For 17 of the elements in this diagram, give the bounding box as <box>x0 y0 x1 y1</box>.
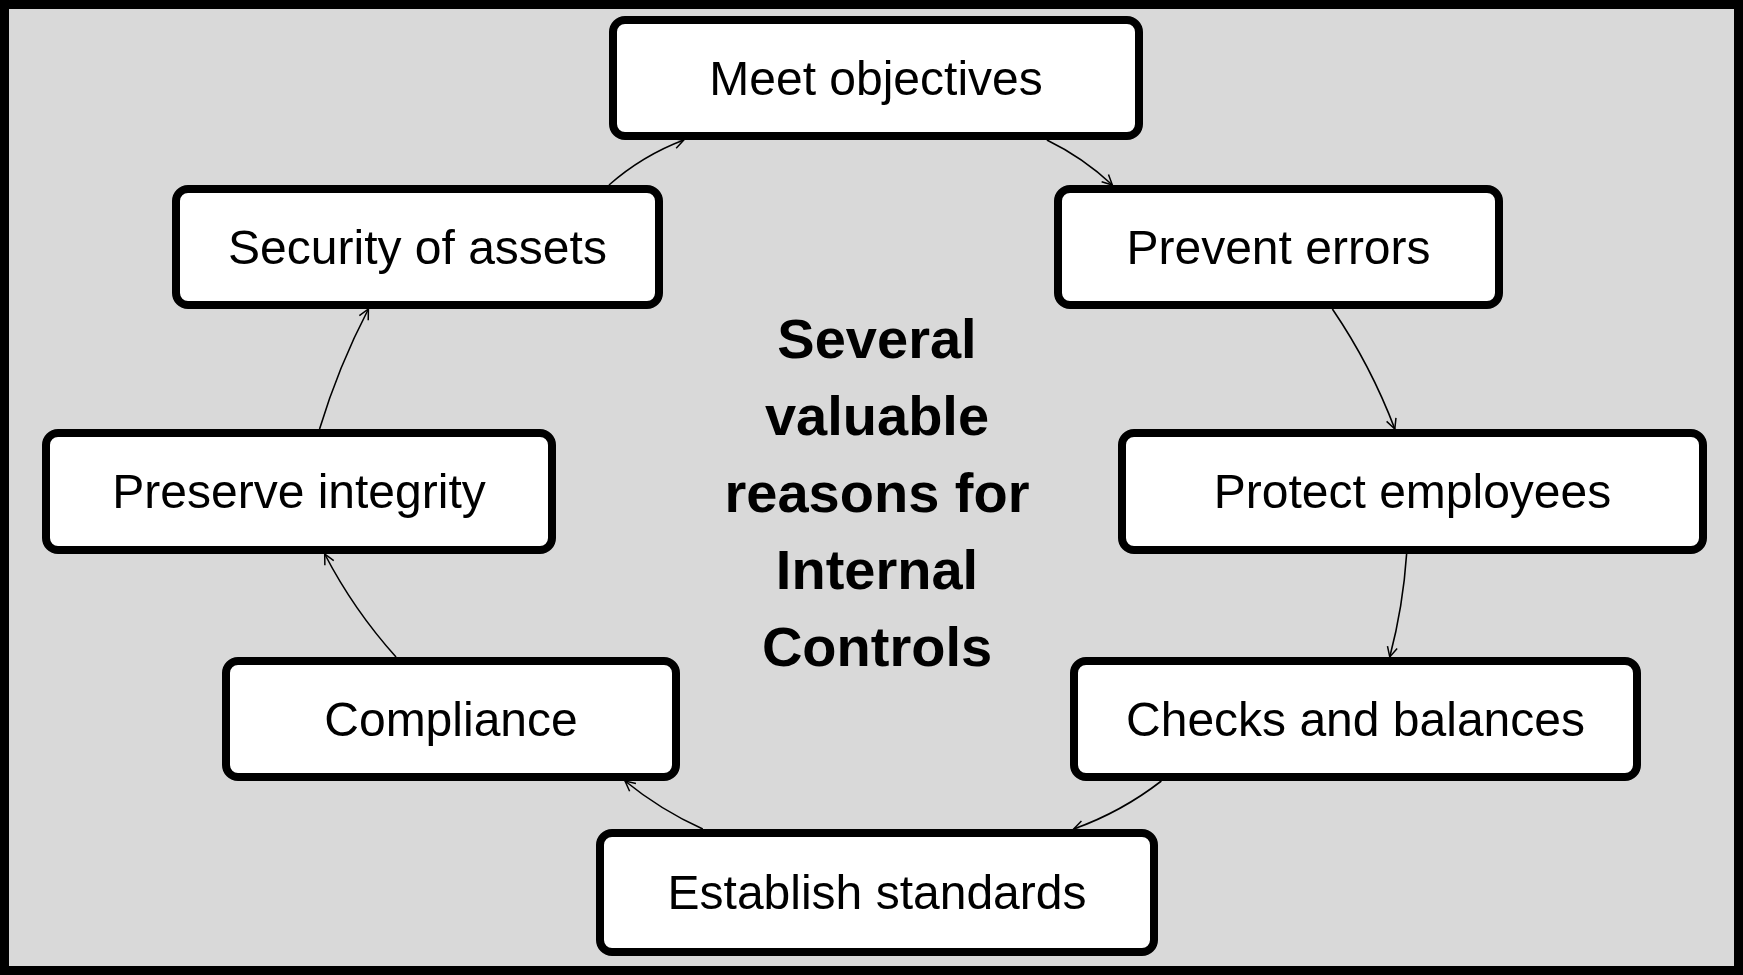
arrow <box>608 138 685 186</box>
process-box: Meet objectives <box>609 16 1143 140</box>
process-box: Checks and balances <box>1070 657 1641 781</box>
process-box: Establish standards <box>596 829 1158 956</box>
center-title: Several valuable reasons for Internal Controls <box>723 306 1031 680</box>
arrow <box>1046 139 1114 186</box>
process-box: Compliance <box>222 657 680 781</box>
process-box: Prevent errors <box>1054 185 1503 309</box>
arrow <box>318 308 370 430</box>
arrow <box>624 780 704 830</box>
arrow <box>323 553 397 658</box>
arrow <box>1072 780 1163 831</box>
arrow <box>1331 308 1397 430</box>
arrow <box>1386 553 1408 658</box>
process-box: Preserve integrity <box>42 429 556 554</box>
process-box: Protect employees <box>1118 429 1707 554</box>
process-box: Security of assets <box>172 185 663 309</box>
